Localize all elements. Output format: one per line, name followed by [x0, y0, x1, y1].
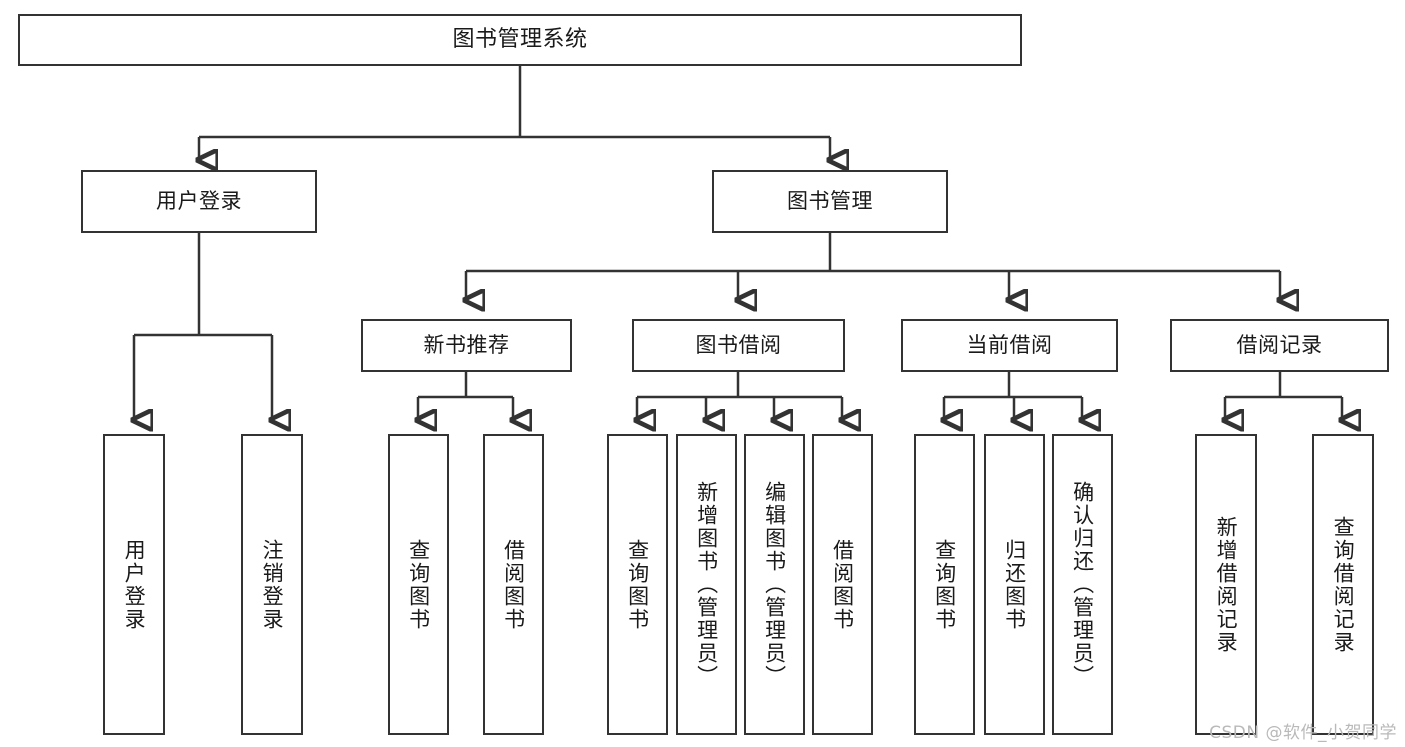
node-label: 借阅图书 — [501, 538, 526, 631]
leaf-query-book-borrow[interactable]: 查询图书 — [607, 434, 668, 735]
leaf-borrow-book[interactable]: 借阅图书 — [812, 434, 873, 735]
node-label: 查询图书 — [932, 538, 957, 631]
leaf-add-borrow-record[interactable]: 新增借阅记录 — [1195, 434, 1257, 735]
node-label: 确认归还（管理员） — [1070, 481, 1095, 688]
leaf-user-login[interactable]: 用户登录 — [103, 434, 165, 735]
node-label: 归还图书 — [1002, 538, 1027, 631]
node-label: 查询图书 — [625, 538, 650, 631]
node-label: 借阅记录 — [1236, 333, 1323, 358]
leaf-query-book-recommend[interactable]: 查询图书 — [388, 434, 449, 735]
leaf-return-book[interactable]: 归还图书 — [984, 434, 1045, 735]
node-label: 注销登录 — [260, 538, 285, 631]
node-root-system[interactable]: 图书管理系统 — [18, 14, 1022, 66]
node-book-management[interactable]: 图书管理 — [712, 170, 948, 233]
node-label: 新增图书（管理员） — [694, 481, 719, 688]
node-new-book-recommend[interactable]: 新书推荐 — [361, 319, 572, 372]
node-label: 图书借阅 — [695, 333, 782, 358]
node-label: 用户登录 — [122, 538, 147, 631]
leaf-add-book-admin[interactable]: 新增图书（管理员） — [676, 434, 737, 735]
leaf-confirm-return-admin[interactable]: 确认归还（管理员） — [1052, 434, 1113, 735]
node-label: 查询图书 — [406, 538, 431, 631]
node-label: 查询借阅记录 — [1331, 515, 1356, 654]
leaf-edit-book-admin[interactable]: 编辑图书（管理员） — [744, 434, 805, 735]
leaf-borrow-book-recommend[interactable]: 借阅图书 — [483, 434, 544, 735]
node-label: 当前借阅 — [966, 333, 1053, 358]
leaf-query-borrow-record[interactable]: 查询借阅记录 — [1312, 434, 1374, 735]
node-label: 图书管理 — [787, 189, 873, 214]
node-label: 借阅图书 — [830, 538, 855, 631]
node-current-borrow[interactable]: 当前借阅 — [901, 319, 1118, 372]
csdn-watermark: CSDN @软件_小贺同学 — [1209, 723, 1397, 743]
node-book-borrow[interactable]: 图书借阅 — [632, 319, 845, 372]
node-label: 用户登录 — [156, 189, 242, 214]
node-borrow-records[interactable]: 借阅记录 — [1170, 319, 1389, 372]
node-user-login[interactable]: 用户登录 — [81, 170, 317, 233]
leaf-logout[interactable]: 注销登录 — [241, 434, 303, 735]
node-label: 编辑图书（管理员） — [762, 481, 787, 688]
node-label: 图书管理系统 — [452, 27, 588, 53]
node-label: 新增借阅记录 — [1214, 515, 1239, 654]
node-label: 新书推荐 — [423, 333, 510, 358]
leaf-query-book-current[interactable]: 查询图书 — [914, 434, 975, 735]
